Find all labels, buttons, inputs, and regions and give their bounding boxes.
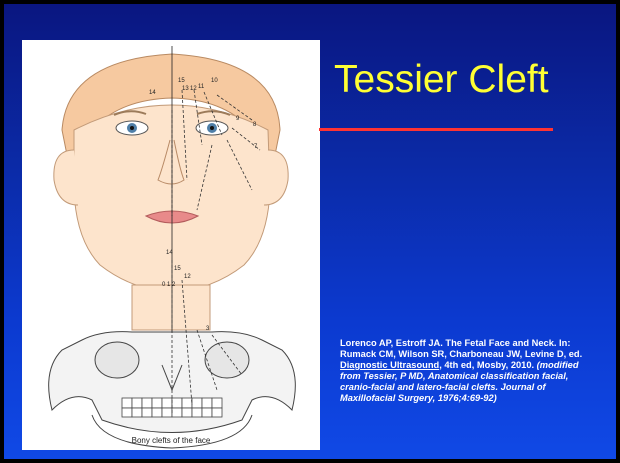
svg-text:11: 11 xyxy=(198,84,205,90)
svg-text:14: 14 xyxy=(149,90,156,96)
svg-text:15: 15 xyxy=(178,78,185,84)
bony-clefts-caption: Bony clefts of the face xyxy=(22,436,320,445)
citation: Lorenco AP, Estroff JA. The Fetal Face a… xyxy=(340,338,600,404)
citation-book-title: Diagnostic Ultrasound xyxy=(340,360,439,370)
svg-text:12: 12 xyxy=(184,274,191,280)
citation-part-3: , 4th ed, Mosby, 2010. xyxy=(439,360,536,370)
slide: 14 15 13 12 11 10 9 8 7 30 Soft tissue c… xyxy=(4,4,616,459)
slide-title: Tessier Cleft xyxy=(334,56,614,104)
svg-text:10: 10 xyxy=(211,78,218,84)
svg-text:15: 15 xyxy=(174,266,181,272)
tessier-cleft-illustration: 14 15 13 12 11 10 9 8 7 30 Soft tissue c… xyxy=(22,40,320,450)
svg-text:13: 13 xyxy=(182,86,189,92)
citation-part-1: Lorenco AP, Estroff JA. The Fetal Face a… xyxy=(340,338,582,359)
svg-text:14: 14 xyxy=(166,250,173,256)
title-underline xyxy=(319,128,553,131)
svg-text:12: 12 xyxy=(190,86,197,92)
svg-text:3: 3 xyxy=(206,326,210,332)
svg-text:0 1 2: 0 1 2 xyxy=(162,282,176,288)
skull-diagram: 14 15 12 0 1 2 3 xyxy=(22,240,320,450)
